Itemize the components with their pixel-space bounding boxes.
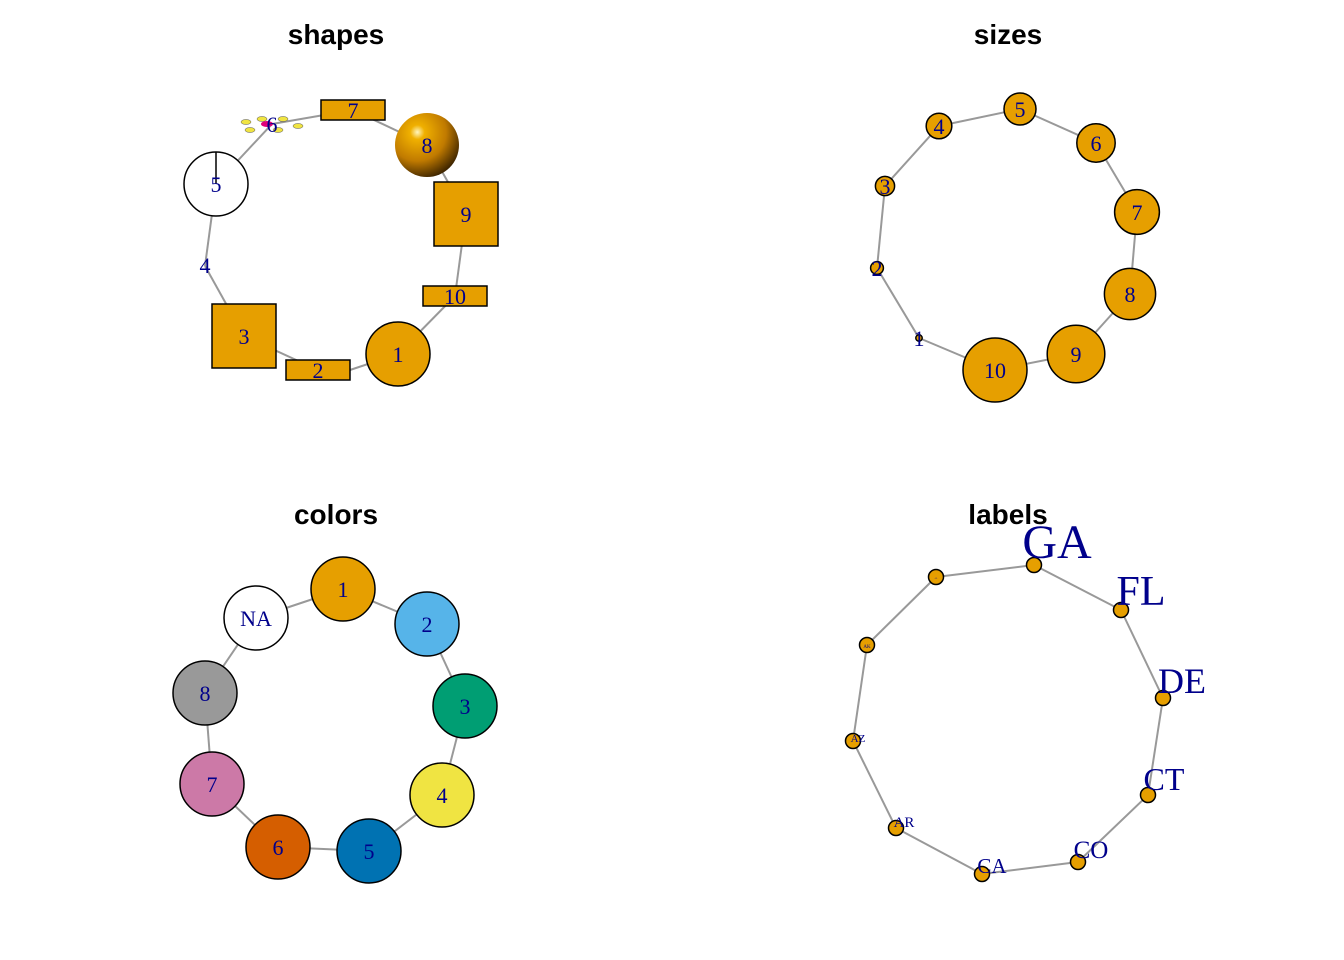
edge bbox=[1147, 697, 1164, 796]
edge bbox=[866, 576, 937, 646]
edge bbox=[852, 740, 897, 829]
node-label: CT bbox=[1144, 761, 1185, 797]
edge bbox=[981, 861, 1079, 875]
colored-node bbox=[172, 660, 238, 726]
labeled-node bbox=[858, 636, 876, 654]
node-label: GA bbox=[1022, 516, 1092, 569]
sized-node bbox=[874, 175, 896, 197]
panel-title-labels: labels bbox=[968, 499, 1047, 530]
sized-node bbox=[925, 112, 953, 140]
edge bbox=[1033, 564, 1122, 611]
edge bbox=[1077, 794, 1149, 863]
colors-panel: 1 2 3 4 5 6 7 8 NA bbox=[172, 556, 498, 884]
node-label: 1 bbox=[914, 326, 925, 351]
sized-node bbox=[869, 260, 885, 276]
node-label: 8 bbox=[422, 133, 433, 158]
edge bbox=[876, 185, 886, 269]
node-label: 2 bbox=[313, 358, 324, 383]
node-label: 2 bbox=[422, 612, 433, 637]
node-label: 10 bbox=[444, 284, 466, 309]
node-label: 5 bbox=[1015, 97, 1026, 122]
labels-panel: AL AK AZ AR CA CO CT DE FL GA bbox=[844, 516, 1206, 883]
node-label: 3 bbox=[880, 174, 891, 199]
shapes-panel: 1 2 3 4 5 6 7 8 9 10 bbox=[183, 98, 499, 387]
colored-node bbox=[409, 762, 475, 828]
colored-node bbox=[432, 673, 498, 739]
node-label: CO bbox=[1074, 837, 1109, 864]
edge bbox=[935, 564, 1035, 578]
colored-node bbox=[394, 591, 460, 657]
node-label: 7 bbox=[1132, 200, 1143, 225]
panel-title-sizes: sizes bbox=[974, 19, 1043, 50]
raster-node-icon bbox=[240, 116, 304, 133]
labeled-node bbox=[1025, 556, 1043, 574]
labeled-node bbox=[973, 865, 991, 883]
labeled-node bbox=[887, 819, 905, 837]
colored-node bbox=[245, 814, 311, 880]
edge bbox=[876, 267, 920, 339]
node-label: AZ bbox=[851, 733, 866, 745]
colored-node bbox=[179, 751, 245, 817]
labeled-node bbox=[1069, 853, 1087, 871]
sphere-node bbox=[395, 113, 459, 177]
node-label: 1 bbox=[338, 577, 349, 602]
node-label: 6 bbox=[273, 835, 284, 860]
node-label: FL bbox=[1116, 569, 1165, 615]
labeled-node bbox=[1139, 786, 1157, 804]
node-label: 8 bbox=[200, 681, 211, 706]
panel-title-colors: colors bbox=[294, 499, 378, 530]
rectangle-node bbox=[320, 99, 386, 121]
labeled-node bbox=[844, 732, 862, 750]
node-label: 10 bbox=[984, 358, 1006, 383]
node-label: DE bbox=[1158, 661, 1206, 701]
colored-node bbox=[336, 818, 402, 884]
labeled-node bbox=[1112, 601, 1130, 619]
node-label: AK bbox=[863, 645, 871, 650]
node-label: 4 bbox=[200, 253, 211, 278]
node-label: CA bbox=[977, 854, 1007, 878]
node-label: 4 bbox=[934, 114, 945, 139]
node-label: 5 bbox=[211, 172, 222, 197]
sized-node bbox=[1046, 324, 1106, 384]
sized-node bbox=[1003, 92, 1037, 126]
node-label: 6 bbox=[267, 112, 278, 137]
node-label: 8 bbox=[1125, 282, 1136, 307]
node-label: 5 bbox=[364, 839, 375, 864]
colored-node bbox=[223, 585, 289, 651]
circle-node bbox=[365, 321, 431, 387]
square-node bbox=[211, 303, 277, 369]
node-label: 9 bbox=[1071, 342, 1082, 367]
node-label: AR bbox=[894, 815, 915, 831]
node-label: 7 bbox=[207, 772, 218, 797]
panel-title-shapes: shapes bbox=[288, 19, 385, 50]
node-label: 2 bbox=[872, 256, 883, 281]
labels-edges bbox=[852, 564, 1164, 875]
node-label: 4 bbox=[437, 783, 448, 808]
sized-node bbox=[962, 337, 1028, 403]
sized-node bbox=[915, 334, 923, 342]
square-node bbox=[433, 181, 499, 247]
node-label: 3 bbox=[239, 324, 250, 349]
node-label: 7 bbox=[348, 98, 359, 123]
labeled-node bbox=[1154, 689, 1172, 707]
node-label: 9 bbox=[461, 202, 472, 227]
node-label: 1 bbox=[393, 342, 404, 367]
sized-node bbox=[1113, 188, 1161, 236]
node-label: AL bbox=[935, 577, 938, 580]
labeled-node bbox=[927, 568, 945, 586]
sizes-panel: 1 2 3 4 5 6 7 8 9 10 bbox=[869, 92, 1161, 403]
edge bbox=[852, 644, 868, 742]
sized-node bbox=[1103, 267, 1157, 321]
colored-node bbox=[310, 556, 376, 622]
node-label: 6 bbox=[1091, 131, 1102, 156]
node-label: 3 bbox=[460, 694, 471, 719]
rectangle-node bbox=[285, 359, 351, 381]
node-label: NA bbox=[240, 606, 272, 631]
edge bbox=[1120, 609, 1164, 699]
sized-node bbox=[1076, 123, 1116, 163]
edge bbox=[895, 827, 983, 875]
rectangle-node bbox=[422, 285, 488, 307]
